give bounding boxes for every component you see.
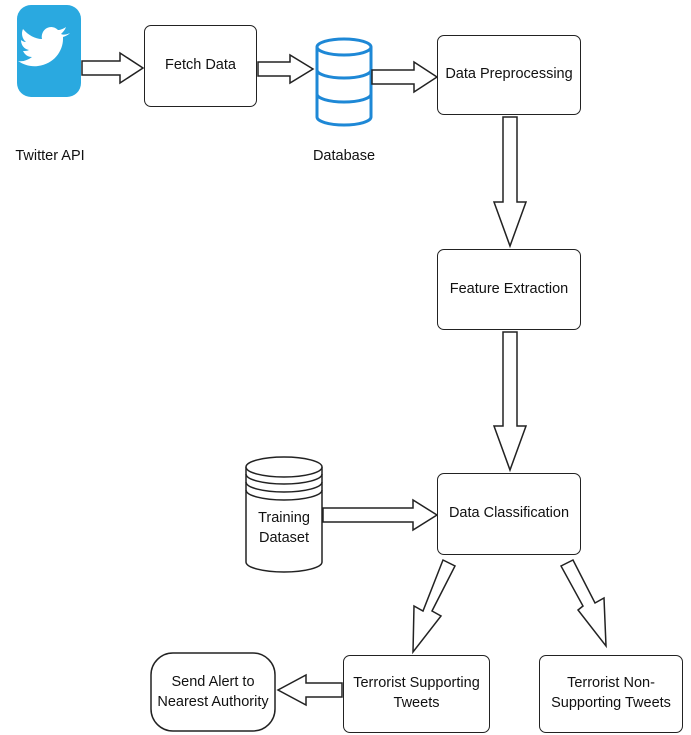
- training-dataset-label: Training Dataset: [246, 509, 322, 548]
- training-dataset-line-2: Dataset: [259, 529, 309, 546]
- data-preprocessing-node: Data Preprocessing: [437, 35, 581, 115]
- cylinder-stack-icon: [245, 456, 323, 573]
- fetch-data-label: Fetch Data: [165, 57, 236, 74]
- send-alert-line-2: Nearest Authority: [157, 693, 269, 710]
- terrorist-supporting-line-1: Terrorist Supporting: [353, 675, 480, 692]
- arrow-fetch-to-database: [257, 53, 315, 85]
- arrow-classification-to-nonsupporting: [559, 558, 607, 649]
- data-classification-node: Data Classification: [437, 473, 581, 555]
- arrow-twitter-to-fetch: [81, 51, 145, 85]
- terrorist-non-supporting-node: Terrorist Non- Supporting Tweets: [539, 655, 683, 733]
- arrow-training-to-classification: [322, 498, 439, 532]
- data-classification-label: Data Classification: [448, 505, 570, 522]
- terrorist-non-supporting-line-1: Terrorist Non-: [567, 675, 655, 692]
- terrorist-supporting-node: Terrorist Supporting Tweets: [343, 655, 490, 733]
- twitter-api-label: Twitter API: [15, 148, 85, 164]
- terrorist-non-supporting-label: Terrorist Non- Supporting Tweets: [551, 674, 671, 713]
- terrorist-supporting-line-2: Tweets: [393, 695, 440, 711]
- arrow-database-to-preprocessing: [371, 60, 439, 94]
- database-icon: [315, 37, 373, 127]
- send-alert-shape: [150, 652, 276, 732]
- training-dataset-line-1: Training: [258, 510, 310, 526]
- data-preprocessing-label: Data Preprocessing: [445, 66, 573, 83]
- send-alert-label: Send Alert to Nearest Authority: [151, 673, 275, 712]
- arrow-preprocessing-to-feature: [492, 116, 528, 249]
- fetch-data-node: Fetch Data: [144, 25, 257, 107]
- twitter-bird-icon: [17, 5, 81, 97]
- arrow-classification-to-supporting: [412, 558, 457, 655]
- database-label: Database: [312, 148, 376, 164]
- arrow-feature-to-classification: [492, 331, 528, 473]
- terrorist-non-supporting-line-2: Supporting Tweets: [551, 695, 671, 711]
- feature-extraction-label: Feature Extraction: [449, 280, 569, 297]
- feature-extraction-node: Feature Extraction: [437, 249, 581, 330]
- arrow-supporting-to-alert: [276, 673, 343, 707]
- send-alert-line-1: Send Alert to: [171, 674, 255, 690]
- terrorist-supporting-label: Terrorist Supporting Tweets: [353, 674, 480, 713]
